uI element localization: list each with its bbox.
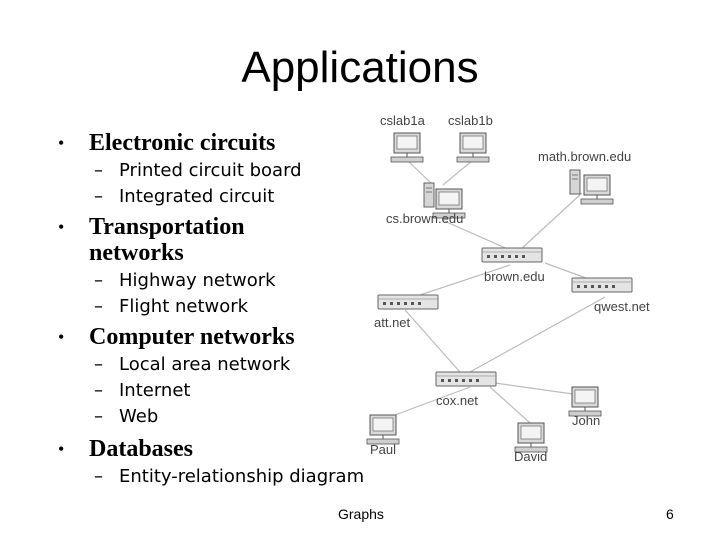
- node-paul: Paul: [366, 414, 400, 457]
- sub-bullet-mark: –: [94, 406, 103, 427]
- node-brown-edu: brown.edu: [481, 247, 545, 284]
- node-john: John: [568, 386, 602, 428]
- sub-bullet-mark: –: [94, 160, 103, 181]
- sub-bullet-mark: –: [94, 354, 103, 375]
- bullet-mark: •: [58, 439, 65, 459]
- bullet-label: Transportation networks: [89, 214, 245, 266]
- node-cs-brown-edu: cs.brown.edu: [386, 182, 466, 226]
- sub-bullet-label: Integrated circuit: [119, 186, 275, 207]
- node-label: brown.edu: [484, 269, 545, 284]
- network-diagram: cslab1a cslab1b math.brown.edu cs.brown.…: [350, 105, 670, 475]
- node-label: cslab1a: [380, 113, 426, 128]
- node-label: cox.net: [436, 393, 478, 408]
- node-label: qwest.net: [594, 299, 650, 314]
- sub-bullet-label: Highway network: [119, 270, 276, 291]
- sub-bullet-label: Web: [119, 406, 159, 427]
- sub-bullet-label: Internet: [119, 380, 191, 401]
- sub-bullet-mark: –: [94, 186, 103, 207]
- sub-bullet-label: Printed circuit board: [119, 160, 302, 181]
- network-links: [394, 159, 606, 424]
- slide-title: Applications: [241, 43, 479, 92]
- bullet-mark: •: [58, 217, 65, 237]
- sub-bullet-mark: –: [94, 380, 103, 401]
- sub-bullet-mark: –: [94, 296, 103, 317]
- bullet-mark: •: [58, 327, 65, 347]
- bullet-label: Databases: [89, 436, 194, 462]
- node-label: Paul: [370, 442, 396, 457]
- node-label: cslab1b: [448, 113, 493, 128]
- sub-bullet-mark: –: [94, 466, 103, 487]
- node-david: David: [514, 422, 548, 464]
- node-cslab1a: cslab1a: [380, 113, 426, 163]
- node-label: John: [572, 413, 600, 428]
- bullet-label: Electronic circuits: [89, 130, 276, 156]
- node-cslab1b: cslab1b: [448, 113, 493, 163]
- sub-bullet-label: Flight network: [119, 296, 249, 317]
- sub-bullet-mark: –: [94, 270, 103, 291]
- sub-bullet-label: Local area network: [119, 354, 291, 375]
- node-math-brown-edu: math.brown.edu: [538, 149, 631, 205]
- page-number: 6: [666, 506, 674, 522]
- slide-footer: Graphs: [338, 506, 384, 522]
- node-cox-net: cox.net: [435, 371, 497, 408]
- node-att-net: att.net: [374, 294, 439, 330]
- node-label: att.net: [374, 315, 411, 330]
- node-label: math.brown.edu: [538, 149, 631, 164]
- node-label: cs.brown.edu: [386, 211, 463, 226]
- node-qwest-net: qwest.net: [571, 277, 650, 314]
- node-label: David: [514, 449, 547, 464]
- sub-bullet-label: Entity-relationship diagram: [119, 466, 365, 487]
- bullet-label: Computer networks: [89, 324, 295, 350]
- bullet-mark: •: [58, 133, 65, 153]
